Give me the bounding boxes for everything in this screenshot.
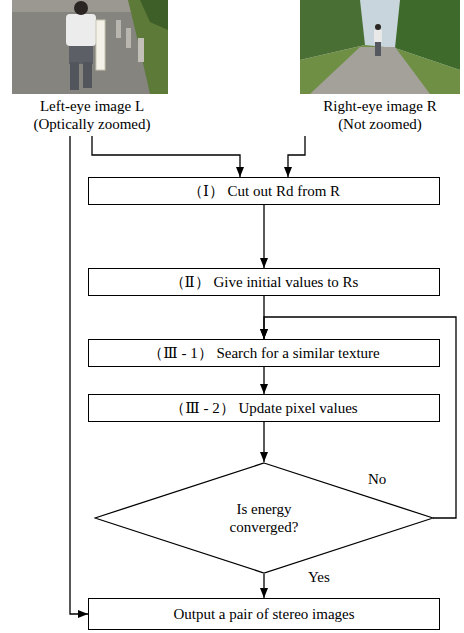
sky <box>300 0 460 94</box>
person-head <box>375 24 381 30</box>
box-text: Is energy converged? <box>218 500 310 536</box>
branch-label: No <box>366 470 388 488</box>
flow-connector <box>263 574 264 598</box>
person-leg <box>83 62 92 88</box>
person-trousers <box>375 42 381 56</box>
right-eye-photo <box>300 0 460 94</box>
process-box: （Ⅲ - 2） Update pixel values <box>88 394 440 422</box>
process-box: （Ⅰ） Cut out Rd from R <box>88 177 440 205</box>
photo-with-caption: Left-eye image L (Optically zoomed) <box>8 0 176 133</box>
branch-label: Yes <box>306 568 332 586</box>
bollard <box>138 38 144 62</box>
output-box: Output a pair of stereo images <box>88 598 440 630</box>
person-shirt <box>66 14 96 46</box>
flow-connector <box>288 136 305 177</box>
flow-connector <box>263 367 264 394</box>
flow-connector <box>263 422 264 462</box>
road <box>12 0 168 94</box>
process-box: （Ⅲ - 1） Search for a similar texture <box>88 339 440 367</box>
box-text: （Ⅲ - 2） Update pixel values <box>170 399 357 417</box>
process-box: （Ⅱ） Give initial values to Rs <box>88 268 440 296</box>
photo-with-caption: Right-eye image R (Not zoomed) <box>296 0 464 133</box>
image-caption: Right-eye image R (Not zoomed) <box>314 97 446 133</box>
box-text: （Ⅱ） Give initial values to Rs <box>170 273 359 291</box>
flow-connector <box>263 205 264 268</box>
bushes <box>128 0 168 94</box>
person-leg <box>70 62 79 90</box>
box-text: （Ⅲ - 1） Search for a similar texture <box>148 344 379 362</box>
box-text: Output a pair of stereo images <box>173 605 354 623</box>
bollard <box>116 20 121 38</box>
flow-connector <box>92 136 240 177</box>
person-head <box>74 1 88 15</box>
bollard <box>126 28 131 48</box>
diamond-shape <box>95 463 433 573</box>
left-eye-photo <box>12 0 168 94</box>
person-trousers <box>69 44 93 64</box>
carried-board <box>96 20 105 70</box>
person-shirt <box>374 30 382 42</box>
image-caption: Left-eye image L (Optically zoomed) <box>17 97 167 133</box>
flow-connector <box>70 136 88 614</box>
road <box>310 47 430 94</box>
trees <box>140 0 168 30</box>
box-text: （Ⅰ） Cut out Rd from R <box>188 182 340 200</box>
